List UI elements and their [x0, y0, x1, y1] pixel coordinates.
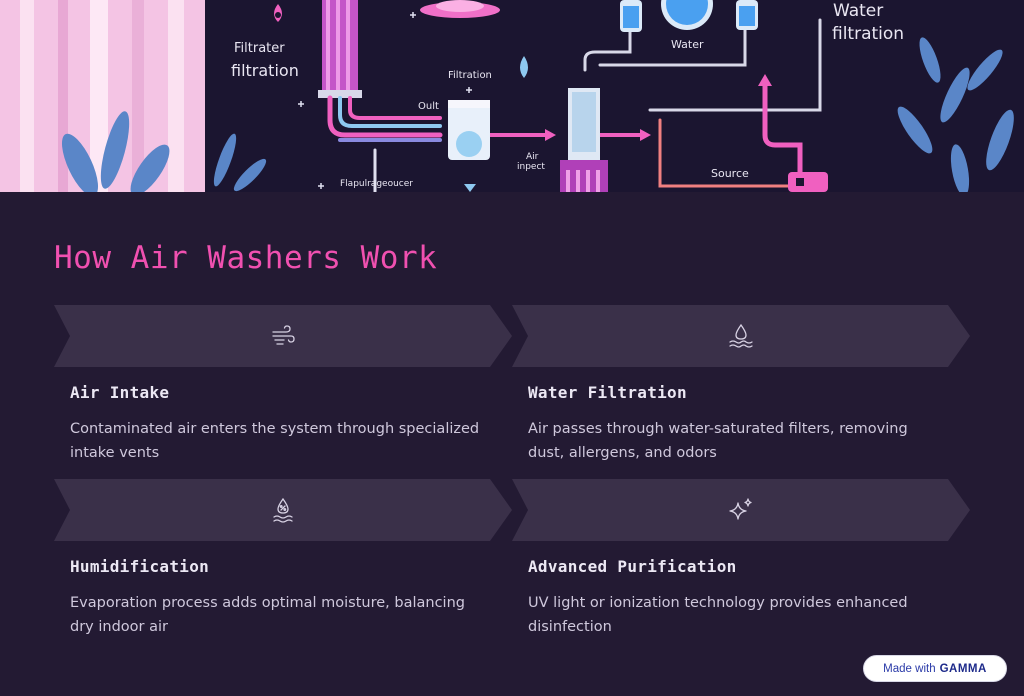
step-chevron	[54, 479, 512, 541]
hero-label-inpect: inpect	[517, 162, 545, 172]
hero-label-water-big: Water	[833, 1, 884, 21]
water-drop-waves-icon	[729, 323, 753, 348]
step-chevron	[512, 305, 970, 367]
hero-label-air: Air	[526, 152, 539, 162]
made-with-gamma-badge[interactable]: Made with GAMMA	[863, 655, 1007, 682]
badge-prefix: Made with	[883, 662, 936, 675]
step-title: Humidification	[70, 557, 210, 576]
purifier-tower	[560, 88, 608, 192]
step-title: Advanced Purification	[528, 557, 737, 576]
hero-artwork	[0, 0, 1024, 192]
step-description: Air passes through water-saturated filte…	[528, 421, 908, 461]
sparkles-icon	[729, 498, 752, 520]
hero-label-filtrater: Filtrater	[234, 41, 285, 56]
hero-illustration: Filtrater filtration Filtration Oult Air…	[0, 0, 1024, 192]
leaf-right	[897, 37, 1014, 192]
leaf-left	[61, 111, 267, 192]
hero-label-oult: Oult	[418, 101, 439, 112]
step-title: Water Filtration	[528, 383, 687, 402]
page-title: How Air Washers Work	[54, 240, 438, 276]
water-tanks	[620, 0, 758, 32]
hero-label-water-small: Water	[671, 38, 704, 51]
step-title: Air Intake	[70, 383, 170, 402]
hero-label-filtration-right: filtration	[832, 24, 905, 44]
hero-label-filtration-center: Filtration	[448, 70, 492, 81]
step-chevron	[512, 479, 970, 541]
step-description: UV light or ionization technology provid…	[528, 595, 908, 635]
gamma-logo: GAMMA	[939, 662, 987, 675]
filter-canister	[448, 100, 490, 160]
step-description: Evaporation process adds optimal moistur…	[70, 595, 465, 635]
wind-icon	[272, 325, 295, 345]
hero-label-bottom-left: Flapulrageoucer	[340, 179, 413, 189]
hero-label-source: Source	[711, 167, 749, 180]
humidity-drop-icon	[273, 497, 293, 523]
main-content: How Air Washers Work Air Intake Contamin…	[0, 192, 1024, 696]
pipes	[327, 18, 822, 192]
hero-label-filtration-left: filtration	[231, 61, 299, 80]
step-description: Contaminated air enters the system throu…	[70, 421, 480, 461]
pipe-column	[318, 0, 362, 98]
step-chevron	[54, 305, 512, 367]
